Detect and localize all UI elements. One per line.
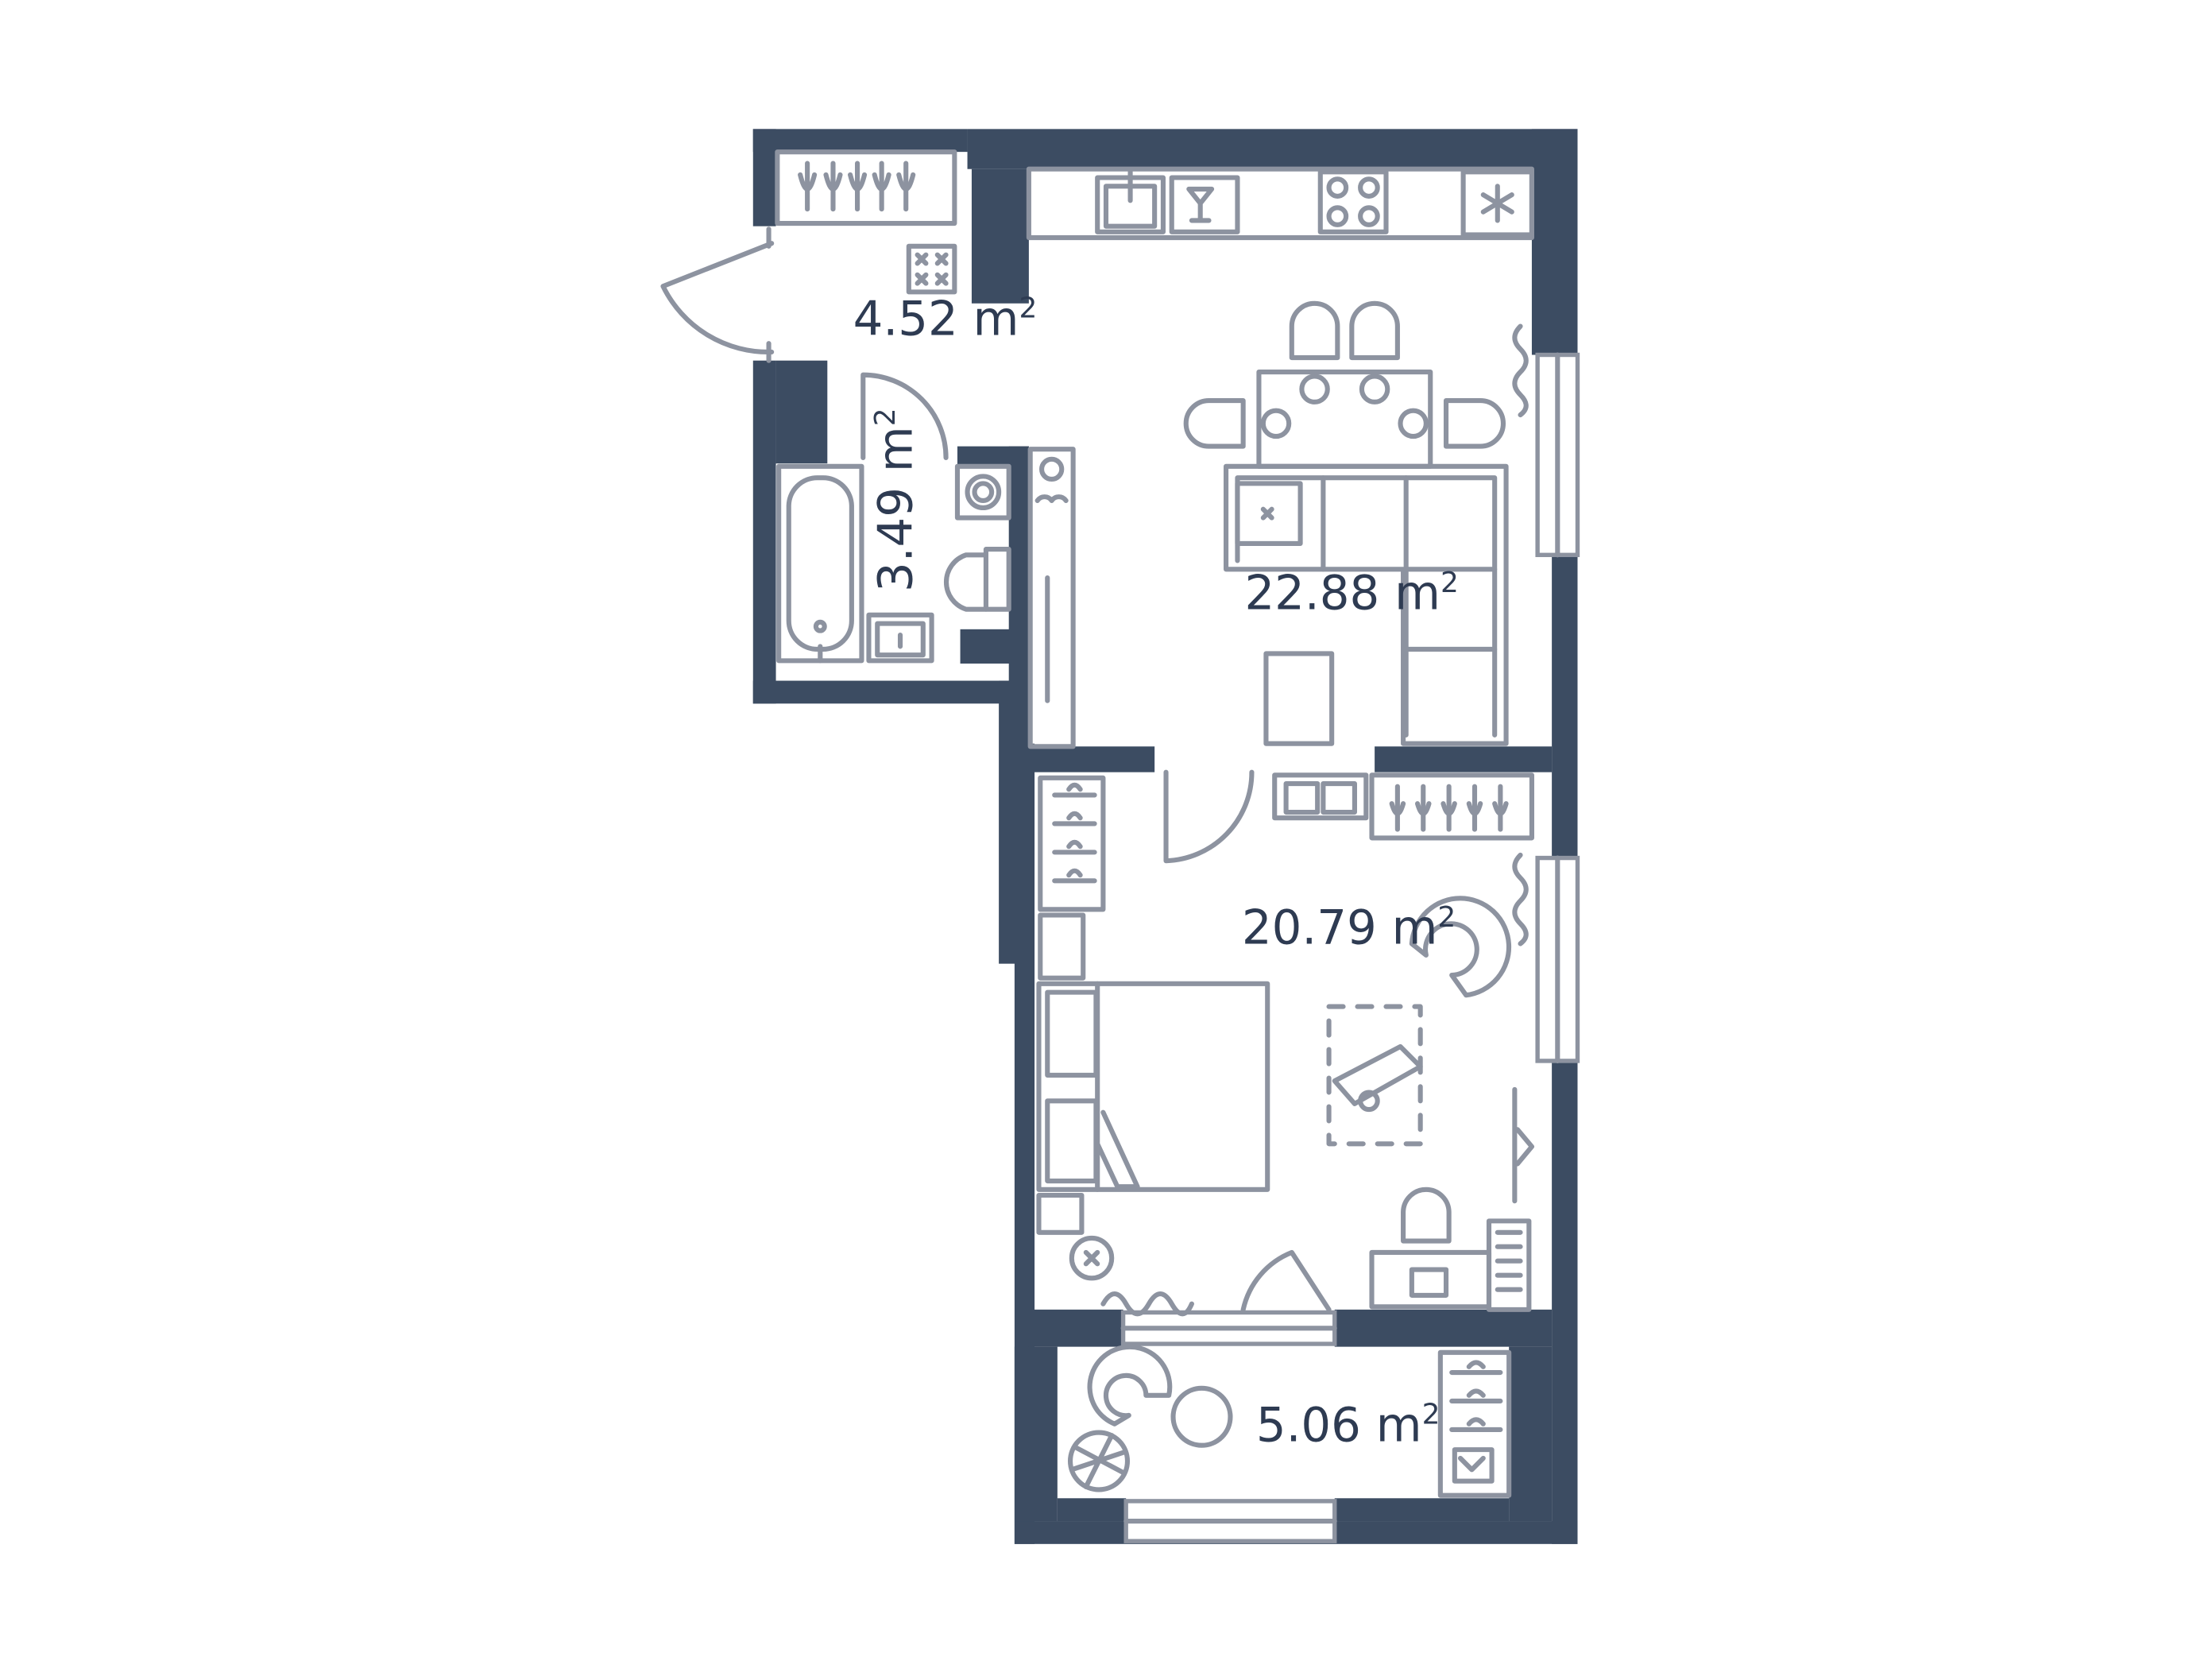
- coffee-table-icon: [1263, 651, 1335, 746]
- bed-icon: [1036, 981, 1270, 1192]
- bathtub-icon: [776, 463, 864, 664]
- dining-table-icon: [1183, 300, 1506, 469]
- kitchen-living: 22.88 m2: [1026, 166, 1534, 749]
- entry-door: [660, 241, 775, 354]
- sink-icon: [866, 612, 934, 664]
- curtain-icon: [1100, 1291, 1194, 1317]
- room-area-label-hall: 4.52 m2: [853, 291, 1038, 346]
- armchair-icon: [1087, 1344, 1173, 1427]
- balcony-door: [1240, 1249, 1332, 1312]
- tv-cabinet-icon: [1027, 447, 1076, 749]
- stove-icon: [1317, 169, 1389, 234]
- hanger-icon: [775, 149, 957, 226]
- bathroom: 3.49 m2: [776, 408, 1011, 664]
- hanger-icon: [1437, 1349, 1512, 1498]
- room-area-label-kitchen-living: 22.88 m2: [1244, 566, 1458, 621]
- hanger-icon: [1369, 772, 1534, 841]
- washing-machine-icon: [954, 463, 1011, 521]
- snowflake-fridge-icon: [1460, 169, 1534, 238]
- windows: [1120, 352, 1580, 1543]
- curtain-icon: [1512, 323, 1529, 418]
- toilet-icon: [944, 547, 1011, 612]
- bedroom: 20.79 m2: [1036, 769, 1534, 1317]
- hall: 4.52 m2: [660, 149, 1038, 461]
- armchair-icon: [1409, 896, 1512, 998]
- room-area-label-balcony: 5.06 m2: [1256, 1397, 1441, 1452]
- shoe-rack-icon: [906, 243, 957, 295]
- desk-icon: [1369, 1187, 1532, 1312]
- balcony: 5.06 m2: [1067, 1344, 1512, 1498]
- hanger-icon: [1038, 775, 1106, 912]
- bedroom-door: [1163, 769, 1255, 864]
- plant-icon: [1067, 1430, 1131, 1492]
- room-area-label-bath: 3.49 m2: [868, 408, 922, 592]
- sofa-icon: [1224, 463, 1509, 746]
- cocktail-glass-icon: [1169, 175, 1240, 234]
- tv-icon: [1512, 1086, 1534, 1204]
- curtain-icon: [1512, 852, 1529, 947]
- room-area-label-bedroom: 20.79 m2: [1242, 900, 1456, 954]
- sink-icon: [1095, 169, 1166, 234]
- bath-door: [860, 372, 949, 461]
